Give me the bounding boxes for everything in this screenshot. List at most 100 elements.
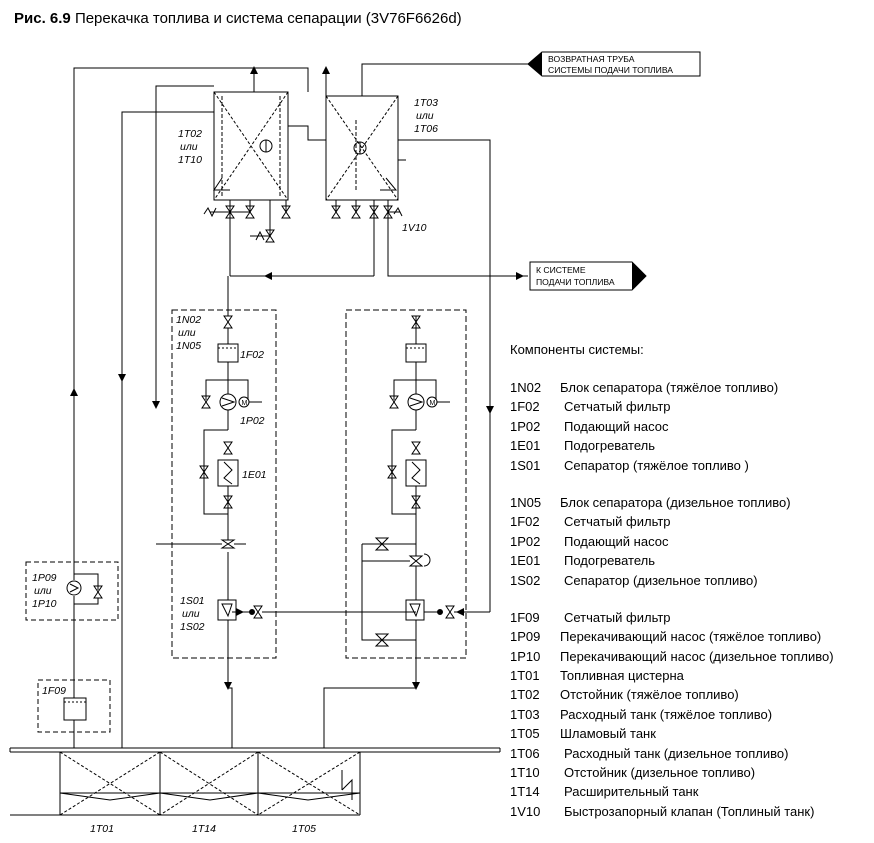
- label-1p10: 1P10: [32, 598, 57, 610]
- service-tank-drains: [336, 200, 528, 276]
- figure-caption: Перекачка топлива и система сепарации (3…: [74, 10, 462, 27]
- legend-item-description: Отстойник (дизельное топливо): [564, 765, 756, 781]
- label-1t05: 1T05: [292, 823, 316, 835]
- legend-item-code: 1P09: [510, 629, 541, 645]
- label-1n05: 1N05: [176, 340, 201, 352]
- legend-item-description: Подогреватель: [564, 438, 655, 454]
- return-line-tag-line1: ВОЗВРАТНАЯ ТРУБА: [548, 54, 635, 64]
- legend-item-description: Шламовый танк: [560, 726, 656, 742]
- legend-item: 1E01 Подогреватель: [510, 436, 870, 455]
- label-1t02: 1T02: [178, 128, 202, 140]
- to-supply-tag-line1: К СИСТЕМЕ: [536, 265, 586, 275]
- legend-item-code: 1T01: [510, 668, 540, 684]
- legend-item-description: Подогреватель: [564, 553, 655, 569]
- legend-item-code: 1T05: [510, 726, 540, 742]
- legend-item-code: 1T02: [510, 687, 540, 703]
- legend-group-gap: [510, 590, 870, 608]
- legend-item-description: Быстрозапорный клапан (Топлиный танк): [564, 803, 815, 819]
- settling-tank: [214, 92, 288, 200]
- right-unit-train: [362, 316, 490, 690]
- legend-item-code: 1F09: [510, 609, 540, 625]
- label-1f09: 1F09: [42, 685, 66, 697]
- legend-item-code: 1S01: [510, 457, 541, 473]
- label-1p09: 1P09: [32, 572, 57, 584]
- legend-item: 1E01 Подогреватель: [510, 551, 870, 570]
- label-1p02: 1P02: [240, 415, 265, 427]
- legend-item: 1T01 Топливная цистерна: [510, 666, 870, 685]
- legend-item: 1P10 Перекачивающий насос (дизельное топл…: [510, 647, 870, 666]
- motor-symbol: M: [242, 400, 248, 407]
- legend-item-description: Перекачивающий насос (дизельное топливо): [560, 648, 834, 664]
- legend-item-description: Подающий насос: [564, 418, 669, 434]
- legend-item-code: 1P02: [510, 533, 541, 549]
- return-line-tag: ВОЗВРАТНАЯ ТРУБА СИСТЕМЫ ПОДАЧИ ТОПЛИВА: [528, 52, 700, 76]
- to-supply-tag-line2: ПОДАЧИ ТОПЛИВА: [536, 277, 615, 287]
- legend-item-code: 1N05: [510, 494, 542, 510]
- legend-item-code: 1T03: [510, 706, 540, 722]
- legend-item-description: Расширительный танк: [564, 784, 699, 800]
- label-1s01: 1S01: [180, 595, 205, 607]
- legend-item-description: Блок сепаратора (тяжёлое топливо): [560, 380, 779, 395]
- label-1f02: 1F02: [240, 349, 264, 361]
- legend-item-code: 1T06: [510, 745, 540, 761]
- legend-item: 1P02 Подающий насос: [510, 417, 870, 436]
- figure-number: Рис. 6.9: [14, 10, 71, 27]
- legend-item: 1S02 Сепаратор (дизельное топливо): [510, 571, 870, 590]
- separator-unit-right: [346, 310, 466, 658]
- service-tank: [326, 96, 406, 200]
- component-labels: 1T02 или 1T10 1T03 или 1T06 1V10 1N02 ил…: [32, 97, 438, 835]
- legend-item: 1T06 Расходный танк (дизельное топливо): [510, 744, 870, 763]
- legend-item-description: Сепаратор (дизельное топливо): [564, 572, 758, 588]
- separator-unit-left: [172, 310, 276, 658]
- legend-item: 1T03 Расходный танк (тяжёлое топливо): [510, 705, 870, 724]
- tank-block: [10, 748, 500, 815]
- label-or: или: [178, 327, 196, 339]
- legend-item: 1T02 Отстойник (тяжёлое топливо): [510, 685, 870, 704]
- legend-item: 1T10 Отстойник (дизельное топливо): [510, 763, 870, 782]
- label-1v10: 1V10: [402, 222, 427, 234]
- legend-item-code: 1F02: [510, 399, 540, 415]
- legend-heading: Компоненты системы:: [510, 342, 644, 357]
- legend-group-gap: [510, 475, 870, 493]
- left-unit-train: [156, 276, 416, 690]
- motor-symbol: M: [430, 400, 436, 407]
- legend-item-code: 1E01: [510, 553, 541, 569]
- legend-item-description: Перекачивающий насос (тяжёлое топливо): [560, 629, 822, 645]
- legend-item: 1V10 Быстрозапорный клапан (Топлиный танк…: [510, 802, 870, 821]
- legend-item-code: 1P02: [510, 418, 541, 434]
- legend-item-code: 1S02: [510, 572, 541, 588]
- label-or: или: [180, 141, 198, 153]
- legend-item-description: Топливная цистерна: [560, 668, 684, 684]
- legend-item-code: 1P10: [510, 648, 541, 664]
- legend-item-code: 1E01: [510, 438, 541, 454]
- label-or: или: [416, 110, 434, 122]
- settling-tank-drains: [210, 200, 286, 276]
- legend-item-code: 1T14: [510, 784, 540, 800]
- legend-item: 1T14 Расширительный танк: [510, 782, 870, 801]
- legend-item-description: Расходный танк (дизельное топливо): [564, 745, 789, 761]
- legend-item-description: Расходный танк (тяжёлое топливо): [560, 706, 773, 722]
- label-1t03: 1T03: [414, 97, 438, 109]
- transfer-pump-box: [26, 562, 118, 620]
- legend-item: 1T05 Шламовый танк: [510, 724, 870, 743]
- label-1t14: 1T14: [192, 823, 216, 835]
- tank-1t14: [160, 752, 258, 815]
- figure-title: Рис. 6.9 Перекачка топлива и система сеп…: [14, 10, 462, 27]
- label-1e01: 1E01: [242, 469, 267, 481]
- tank-1t05: [258, 752, 360, 815]
- tank-1t01: [60, 752, 160, 815]
- legend-item-code: 1T10: [510, 765, 540, 781]
- return-line-tag-line2: СИСТЕМЫ ПОДАЧИ ТОПЛИВА: [548, 65, 673, 75]
- legend-item-description: Отстойник (тяжёлое топливо): [560, 687, 739, 703]
- legend-item-code: 1V10: [510, 803, 541, 819]
- label-1t10: 1T10: [178, 154, 202, 166]
- label-or: или: [182, 608, 200, 620]
